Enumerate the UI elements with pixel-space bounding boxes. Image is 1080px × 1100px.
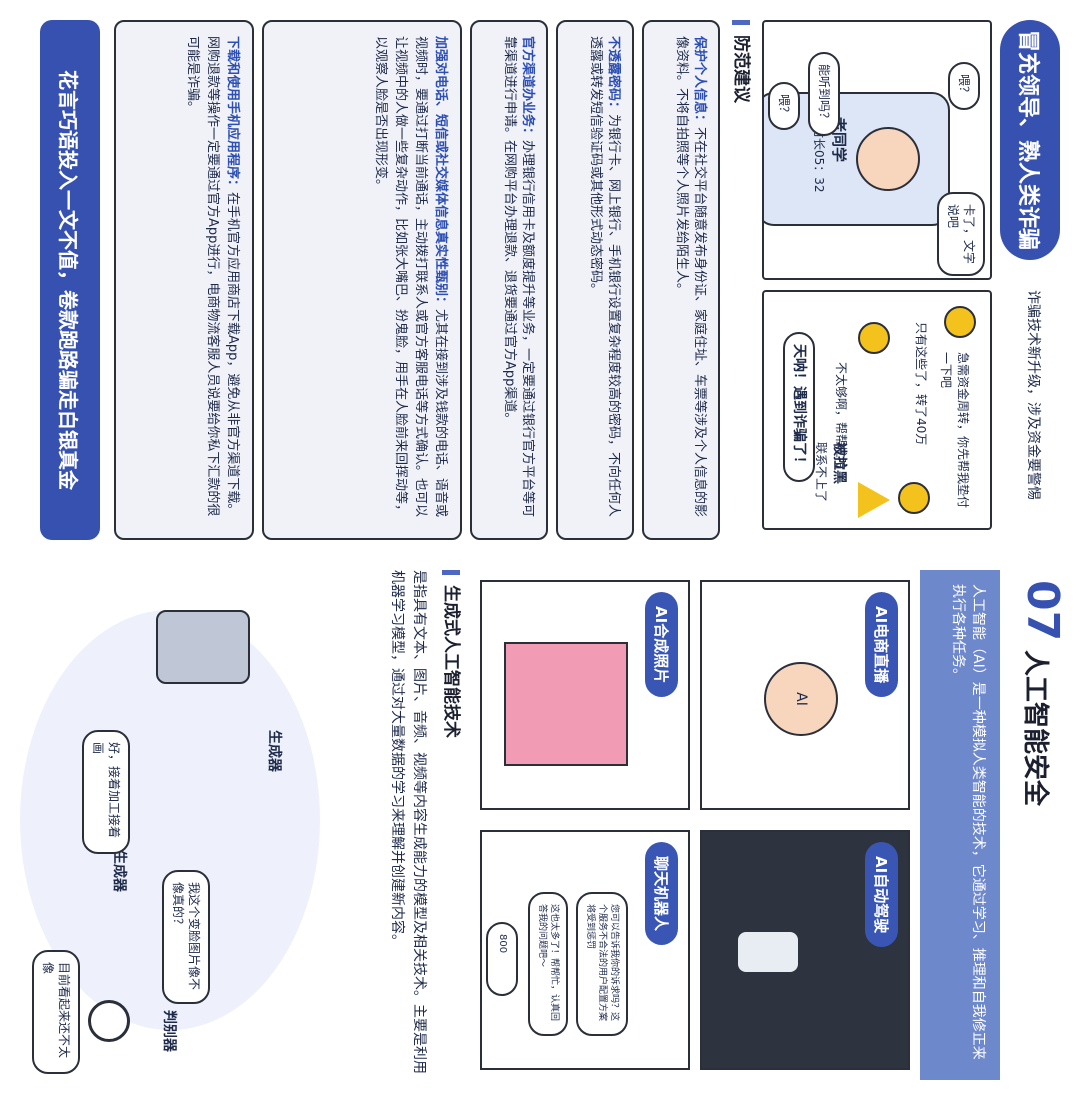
comic-panel-transfer: 急需资金周转，你先帮我垫付一下吧 只有这些了，转了40万 不太够啊，帮帮忙哈 天… <box>762 290 992 530</box>
advice-item-2: 不透露密码：为银行卡、网上银行、手机银行设置复杂程度较高的密码，不向任何人透露或… <box>556 20 634 540</box>
magnifier-icon <box>88 1000 130 1042</box>
coin-icon <box>858 322 890 354</box>
tag-ai-synthetic-photo: AI合成照片 <box>645 592 678 698</box>
generator-label-1: 生成器 <box>266 730 282 772</box>
shout-bubble: 天呐！遇到诈骗了！ <box>783 332 815 482</box>
tag-chatbot: 聊天机器人 <box>645 842 678 946</box>
generator-label-2: 生成器 <box>111 850 127 892</box>
blocked-label: 被拉黑 <box>831 442 847 484</box>
advice-item-key: 不透露密码： <box>606 36 621 115</box>
advice-item-5: 下载和使用手机应用程序：在手机官方应用商店下载App，避免从非官方渠道下载。网购… <box>114 20 254 540</box>
panel-ai-live-commerce: AI电商直播 AI <box>700 580 910 810</box>
gen-ai-text: 是指具有文本、图片、音频、视频等内容生成能力的模型及相关技术。主要是利用机器学习… <box>389 570 427 1074</box>
advice-item-key: 加强对电话、短信或社交媒体信息真实性甄别： <box>433 36 448 310</box>
caller-avatar <box>856 127 920 191</box>
advice-item-1: 保护个人信息：不在社交平台随意发布身份证、家庭住址、车票等涉及个人信息的影像资料… <box>642 20 720 540</box>
robot-icon <box>156 610 250 684</box>
advice-item-key: 下载和使用手机应用程序： <box>225 36 240 193</box>
photo-frame-illustration <box>504 642 628 766</box>
tag-ai-live-commerce: AI电商直播 <box>865 592 898 698</box>
speech-bubble-hello-2: 喂？ <box>948 62 980 111</box>
tag-ai-autonomous-driving: AI自动驾驶 <box>865 842 898 948</box>
transfer-message-1: 急需资金周转，你先帮我垫付一下吧 <box>939 352 970 509</box>
panel-ai-synthetic-photo: AI合成照片 <box>480 580 690 810</box>
ai-label: AI <box>793 692 809 706</box>
streamer-illustration: AI <box>764 662 838 736</box>
diagram-bubble-continue: 好，接着加工接着画 <box>82 730 130 854</box>
coin-icon <box>898 482 930 514</box>
transfer-message-2: 只有这些了，转了40万 <box>914 322 928 446</box>
advice-item-key: 保护个人信息： <box>692 36 707 128</box>
advice-item-key: 官方渠道办业务： <box>520 36 535 141</box>
diagram-bubble-question: 我这个变脸图片像不像真的？ <box>162 870 210 1004</box>
diagram-bubble-answer: 目前看起来还不太像 <box>32 950 80 1074</box>
transfer-message-3: 不太够啊，帮帮忙哈 <box>834 362 848 471</box>
panel-chatbot: 聊天机器人 您可以告诉我你的诉求吗？这个服务不合法的用户配置方案将受到惩罚 这也… <box>480 830 690 1070</box>
unreachable-label: 联系不上了 <box>814 442 828 503</box>
panel-ai-autonomous-driving: AI自动驾驶 <box>700 830 910 1070</box>
chatbot-input[interactable]: 800 <box>486 922 518 996</box>
fraud-title-banner: 冒充领导、熟人类诈骗 <box>1000 20 1060 260</box>
coin-icon <box>944 306 976 338</box>
ai-section-title: 人工智能安全 <box>1020 650 1050 807</box>
advice-title: 防范建议 <box>731 20 751 103</box>
advice-item-4: 加强对电话、短信或社交媒体信息真实性甄别：尤其在接到涉及钱款的电话、语音或视频时… <box>262 20 462 540</box>
chatbot-message-2: 这也太多了！帮帮忙，认真回答我的问题吧～ <box>528 892 568 1036</box>
ai-intro-box: 人工智能（AI）是一种模拟人类智能的技术，它通过学习、推理和自我修正来执行各种任… <box>920 570 1000 1080</box>
ai-intro-text: 人工智能（AI）是一种模拟人类智能的技术，它通过学习、推理和自我修正来执行各种任… <box>950 584 986 1060</box>
fraud-intro-text: 诈骗技术新升级，涉及资金要警惕 <box>1025 290 1041 500</box>
gan-diagram: 生成器 生成器 判别器 好，接着加工接着画 我这个变脸图片像不像真的？ 目前看起… <box>10 570 360 1080</box>
discriminator-label: 判别器 <box>161 1010 177 1052</box>
chatbot-message-1: 您可以告诉我你的诉求吗？这个服务不合法的用户配置方案将受到惩罚 <box>576 892 628 1036</box>
warning-icon <box>858 482 890 518</box>
car-illustration <box>738 932 798 972</box>
comic-panel-video-call: 老同学 通话时长05：32 能听到吗？ 喂？ 喂？ 卡了，文字说吧 <box>762 20 992 280</box>
speech-bubble-can-you-hear: 能听到吗？ <box>808 52 840 137</box>
speech-bubble-hello: 喂？ <box>768 82 800 131</box>
advice-item-3: 官方渠道办业务：办理银行信用卡及额度提升等业务，一定要通过银行官方平台等可靠渠道… <box>470 20 548 540</box>
advice-bottom-banner: 花言巧语投入一文不值，卷款跑路骗走白银真金 <box>40 20 100 540</box>
ai-section-number: 07 <box>1017 580 1068 642</box>
speech-bubble-lag: 卡了，文字说吧 <box>937 192 985 276</box>
gen-ai-title: 生成式人工智能技术 <box>441 570 461 738</box>
